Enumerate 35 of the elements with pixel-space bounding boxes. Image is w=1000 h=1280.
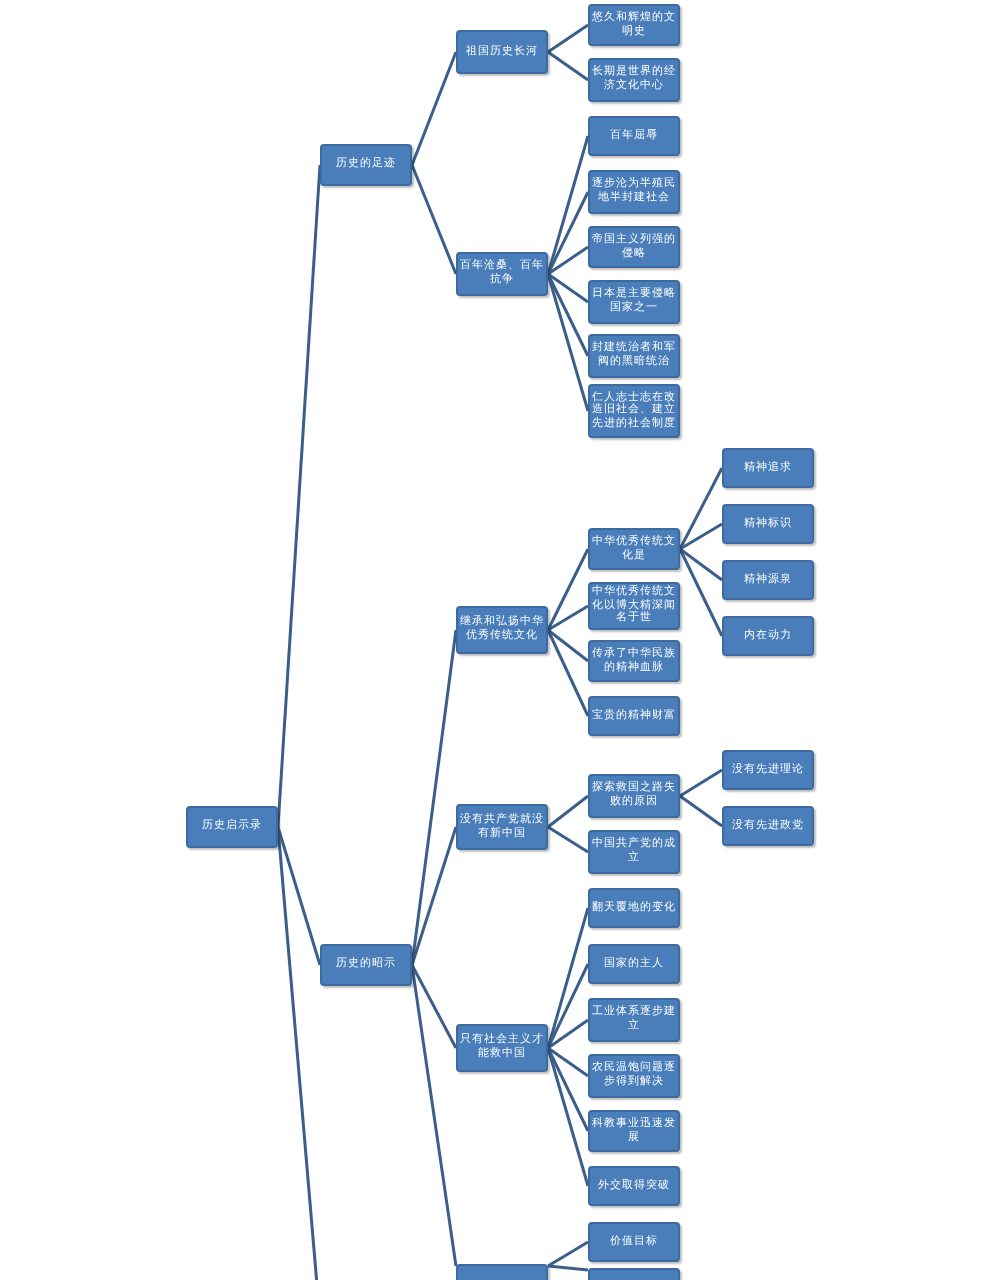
connector-line [678, 548, 724, 637]
connector-line [546, 1047, 590, 1187]
connector-line [276, 826, 322, 966]
connector-line [410, 964, 458, 1049]
connector-line [547, 1046, 589, 1078]
connector-line [276, 826, 322, 1280]
connector-line [546, 135, 590, 275]
connector-line [546, 1047, 590, 1132]
connector-line [546, 963, 590, 1049]
connector-line [410, 826, 458, 966]
connector-line [547, 628, 589, 663]
connector-line [410, 164, 458, 275]
connector-line [547, 23, 589, 54]
connector-line [547, 794, 589, 829]
connector-line [679, 547, 723, 582]
connector-line [547, 825, 589, 854]
connector-line [547, 1264, 589, 1272]
connector-line [546, 273, 590, 357]
connector-line [679, 522, 723, 551]
connector-line [547, 1240, 589, 1268]
connector-line [678, 467, 724, 550]
connector-line [546, 629, 590, 717]
connector-line [547, 1018, 589, 1050]
connector-line [547, 272, 589, 304]
connector-line [410, 51, 458, 166]
connector-line [547, 50, 589, 82]
connector-line [546, 273, 590, 412]
connector-line [546, 548, 590, 631]
connector-line [546, 191, 590, 275]
connector-line [547, 245, 589, 276]
connector-line [679, 768, 723, 798]
connector-line [276, 164, 322, 828]
connector-line [547, 604, 589, 632]
connector-line [679, 794, 723, 828]
connector-line [410, 964, 458, 1267]
